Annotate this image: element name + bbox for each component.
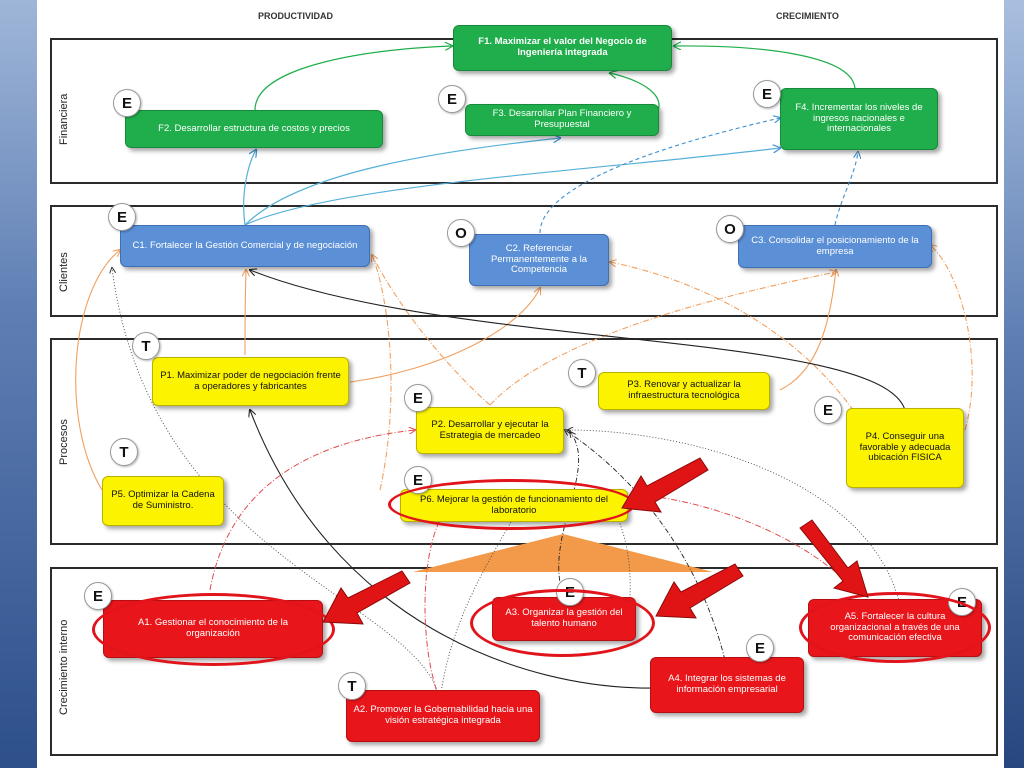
- highlight-oval-a1: [92, 593, 335, 666]
- node-f2[interactable]: F2. Desarrollar estructura de costos y p…: [125, 110, 383, 148]
- node-a4[interactable]: A4. Integrar los sistemas de información…: [650, 657, 804, 713]
- badge-p5: T: [110, 438, 138, 466]
- badge-p4: E: [814, 396, 842, 424]
- badge-a2: T: [338, 672, 366, 700]
- node-p2[interactable]: P2. Desarrollar y ejecutar la Estrategia…: [416, 407, 564, 454]
- badge-p1: T: [132, 332, 160, 360]
- badge-f3: E: [438, 85, 466, 113]
- badge-c2: O: [447, 219, 475, 247]
- node-a2[interactable]: A2. Promover la Gobernabilidad hacia una…: [346, 690, 540, 742]
- node-p4[interactable]: P4. Conseguir una favorable y adecuada u…: [846, 408, 964, 488]
- badge-p3: T: [568, 359, 596, 387]
- red-arrow-icon: [322, 457, 869, 625]
- node-p3[interactable]: P3. Renovar y actualizar la infraestruct…: [598, 372, 770, 410]
- badge-c1: E: [108, 203, 136, 231]
- node-c3[interactable]: C3. Consolidar el posicionamiento de la …: [738, 225, 932, 268]
- header-productividad: PRODUCTIVIDAD: [258, 11, 334, 21]
- badge-p2: E: [404, 384, 432, 412]
- node-f4[interactable]: F4. Incrementar los niveles de ingresos …: [780, 88, 938, 150]
- highlight-oval-a3: [470, 589, 655, 657]
- node-f1[interactable]: F1. Maximizar el valor del Negocio de In…: [453, 25, 672, 71]
- header-crecimiento: CRECIMIENTO: [776, 11, 839, 21]
- badge-f2: E: [113, 89, 141, 117]
- node-f3[interactable]: F3. Desarrollar Plan Financiero y Presup…: [465, 104, 659, 136]
- node-p5[interactable]: P5. Optimizar la Cadena de Suministro.: [102, 476, 224, 526]
- node-p1[interactable]: P1. Maximizar poder de negociación frent…: [152, 357, 349, 406]
- badge-a4: E: [746, 634, 774, 662]
- badge-c3: O: [716, 215, 744, 243]
- highlight-triangle: [413, 534, 713, 572]
- highlight-oval-a5: [799, 592, 991, 663]
- node-c1[interactable]: C1. Fortalecer la Gestión Comercial y de…: [120, 225, 370, 267]
- node-c2[interactable]: C2. Referenciar Permanentemente a la Com…: [469, 234, 609, 286]
- slide-border-right: [1004, 0, 1024, 768]
- badge-f4: E: [753, 80, 781, 108]
- badge-a1: E: [84, 582, 112, 610]
